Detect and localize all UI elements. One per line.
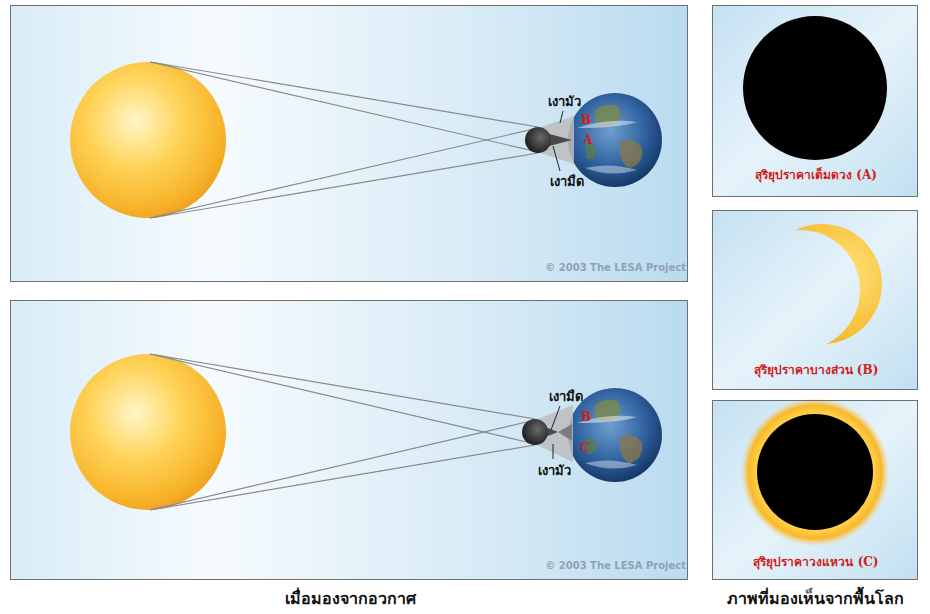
shadow-label: เงามัว xyxy=(548,95,581,110)
view-caption: สุริยุปราคาบางส่วน (B) xyxy=(754,364,879,378)
ground-view-box: สุริยุปราคาวงแหวน (C) xyxy=(712,400,918,580)
point-letter: B xyxy=(581,411,591,425)
shadow-label: เงามืด xyxy=(549,390,583,405)
bottom-caption: เมื่อมองจากอวกาศ xyxy=(285,589,416,608)
ground-view-box: สุริยุปราคาบางส่วน (B) xyxy=(712,210,918,390)
bottom-caption: ภาพที่มองเห็นจากพื้นโลก xyxy=(727,589,904,608)
view-caption: สุริยุปราคาวงแหวน (C) xyxy=(753,556,878,570)
shadow-label: เงามืด xyxy=(550,175,584,190)
space-view-panel: เงามัวเงามืด BA © 2003 The LESA Project xyxy=(10,5,688,282)
watermark: © 2003 The LESA Project xyxy=(545,560,686,572)
point-letter: C xyxy=(580,442,590,456)
space-view-panel: เงามืดเงามัว B C © 2003 The LESA Project xyxy=(10,300,688,580)
view-caption: สุริยุปราคาเต็มดวง (A) xyxy=(755,169,877,183)
shadow-label: เงามัว xyxy=(538,464,571,479)
ground-view-box: สุริยุปราคาเต็มดวง (A) xyxy=(712,5,918,197)
point-letter: B xyxy=(581,114,591,128)
watermark: © 2003 The LESA Project xyxy=(545,262,686,274)
point-letter: A xyxy=(583,134,592,148)
